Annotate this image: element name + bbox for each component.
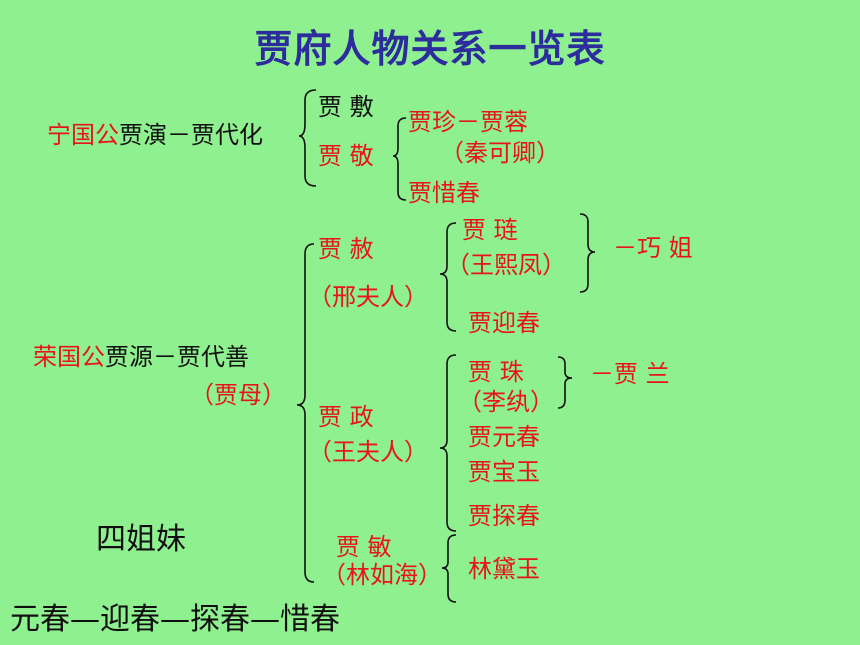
qin-keqing-node: （秦可卿） xyxy=(440,139,560,167)
jia-lian-node: 贾 琏 xyxy=(462,216,518,244)
ningguo-duke: 宁国公 xyxy=(47,121,119,149)
jia-jing-node: 贾 敬 xyxy=(318,142,374,170)
brace-ningguo xyxy=(298,89,317,187)
jia-min-node: 贾 敏 xyxy=(336,533,392,561)
brace-jia-she xyxy=(439,222,457,332)
jia-baoyu-node: 贾宝玉 xyxy=(468,458,540,486)
jia-yingchun-node: 贾迎春 xyxy=(468,309,540,337)
li-wan-node: （李纨） xyxy=(458,388,554,416)
ningguo-line: 宁国公贾演－贾代化 xyxy=(47,123,263,147)
brace-jia-zhu xyxy=(557,356,573,409)
rongguo-ancestors: 贾源－贾代善 xyxy=(105,343,249,371)
lin-ruhai-node: （林如海） xyxy=(322,561,442,589)
lady-xing-node: （邢夫人） xyxy=(308,283,428,311)
sisters-label: 四姐妹 xyxy=(96,522,186,557)
rongguo-line: 荣国公贾源－贾代善 xyxy=(33,345,249,369)
rongguo-duke: 荣国公 xyxy=(33,343,105,371)
ningguo-ancestors: 贾演－贾代化 xyxy=(119,121,263,149)
jia-lan-node: －贾 兰 xyxy=(590,360,670,388)
jia-zhen-rong-node: 贾珍－贾蓉 xyxy=(408,108,528,136)
lin-daiyu-node: 林黛玉 xyxy=(468,555,540,583)
sisters-list: 元春—迎春—探春—惜春 xyxy=(10,602,340,637)
jia-yuanchun-node: 贾元春 xyxy=(468,423,540,451)
brace-jia-zheng xyxy=(439,354,457,532)
brace-jia-jing xyxy=(392,117,407,201)
brace-rongguo xyxy=(296,243,315,583)
jia-she-node: 贾 赦 xyxy=(318,235,374,263)
brace-jia-lian xyxy=(579,213,596,293)
jia-fu-node: 贾 敷 xyxy=(318,93,374,121)
wang-xifeng-node: （王熙凤） xyxy=(446,251,566,279)
brace-jia-min xyxy=(441,534,457,603)
jia-tanchun-node: 贾探春 xyxy=(468,502,540,530)
jia-mu-node: （贾母） xyxy=(190,381,286,409)
jia-zheng-node: 贾 政 xyxy=(318,403,374,431)
jia-xichun-node: 贾惜春 xyxy=(408,179,480,207)
lady-wang-node: （王夫人） xyxy=(308,438,428,466)
page-title: 贾府人物关系一览表 xyxy=(254,27,606,71)
qiaojie-node: －巧 姐 xyxy=(613,234,693,262)
jia-zhu-node: 贾 珠 xyxy=(468,358,524,386)
